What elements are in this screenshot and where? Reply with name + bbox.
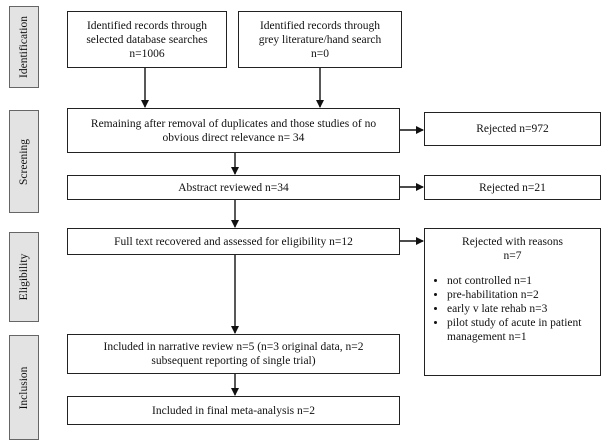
rejected-reasons-box: Rejected with reasons n=7 not controlled… xyxy=(424,228,601,376)
rejected-1-text: Rejected n=972 xyxy=(476,123,549,135)
grey-literature-box: Identified records through grey literatu… xyxy=(238,11,402,68)
stage-identification: Identification xyxy=(9,6,39,88)
reason-item: early v late rehab n=3 xyxy=(447,302,592,316)
database-search-box: Identified records through selected data… xyxy=(67,11,227,68)
rejected-box-2: Rejected n=21 xyxy=(424,175,601,200)
stage-inclusion: Inclusion xyxy=(9,335,39,440)
narrative-review-box: Included in narrative review n=5 (n=3 or… xyxy=(67,334,400,374)
grey-literature-line-2: grey literature/hand search xyxy=(258,33,382,46)
after-duplicates-box: Remaining after removal of duplicates an… xyxy=(67,108,400,153)
stage-eligibility: Eligibility xyxy=(9,232,39,322)
grey-literature-count: n=0 xyxy=(311,47,329,60)
abstract-reviewed-text: Abstract reviewed n=34 xyxy=(178,181,289,194)
reason-item: not controlled n=1 xyxy=(447,274,592,288)
reasons-list: not controlled n=1 pre-habilitation n=2 … xyxy=(433,274,592,344)
abstract-reviewed-box: Abstract reviewed n=34 xyxy=(67,175,400,200)
after-duplicates-line-1: Remaining after removal of duplicates an… xyxy=(90,117,377,130)
grey-literature-line-1: Identified records through xyxy=(259,19,381,32)
meta-analysis-text: Included in final meta-analysis n=2 xyxy=(152,404,315,417)
full-text-box: Full text recovered and assessed for eli… xyxy=(67,228,400,255)
rejected-box-1: Rejected n=972 xyxy=(424,112,601,146)
rejected-2-text: Rejected n=21 xyxy=(479,181,546,194)
rejected-reasons-count: n=7 xyxy=(503,250,522,262)
full-text-text: Full text recovered and assessed for eli… xyxy=(114,235,353,248)
stage-screening: Screening xyxy=(9,110,39,213)
reason-item: pre-habilitation n=2 xyxy=(447,288,592,302)
narrative-review-line-2: subsequent reporting of single trial) xyxy=(151,355,316,367)
database-search-line-2: selected database searches xyxy=(86,33,208,46)
meta-analysis-box: Included in final meta-analysis n=2 xyxy=(67,396,400,425)
database-search-line-1: Identified records through xyxy=(86,19,208,32)
rejected-reasons-title: Rejected with reasons xyxy=(462,236,563,248)
narrative-review-line-1: Included in narrative review n=5 (n=3 or… xyxy=(103,341,364,353)
database-search-count: n=1006 xyxy=(129,47,165,60)
after-duplicates-line-2: obvious direct relevance n= 34 xyxy=(162,131,305,144)
reason-item: pilot study of acute in patient manageme… xyxy=(447,316,592,344)
